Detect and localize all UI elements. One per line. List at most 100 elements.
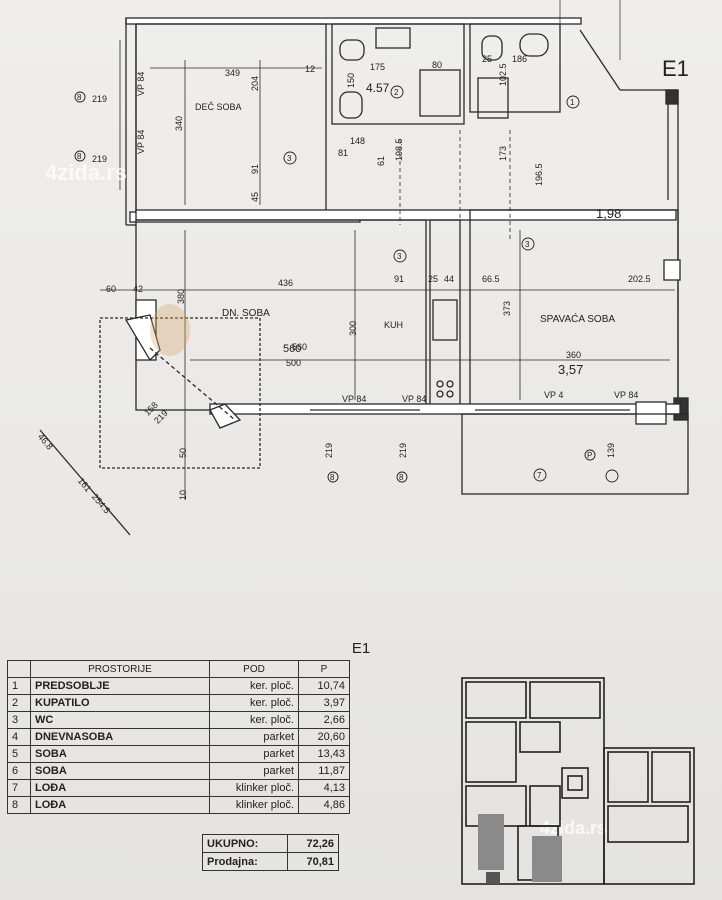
- total-row: Prodajna: 70,81: [202, 852, 339, 871]
- callout-number: 3: [397, 252, 402, 261]
- row-number: 1: [7, 677, 31, 695]
- table-row: 2 KUPATILO ker. ploč. 3,97: [7, 694, 350, 712]
- apartment-label: E1: [662, 56, 689, 81]
- callout-number: 8: [77, 152, 82, 161]
- dimension-label: 60: [106, 284, 116, 294]
- floor-type: ker. ploč.: [209, 711, 299, 729]
- table-title: E1: [351, 640, 371, 657]
- dimension-label: 44: [444, 274, 454, 284]
- dimension-label: 10: [178, 490, 188, 500]
- room-label-spavaca: SPAVAĆA SOBA: [540, 312, 615, 325]
- room-area: 20,60: [298, 728, 350, 746]
- table-row: 5 SOBA parket 13,43: [7, 745, 350, 763]
- area-note: 4.57: [366, 81, 390, 95]
- room-area: 13,43: [298, 745, 350, 763]
- dimension-label: 373: [502, 301, 512, 316]
- dimension-label: 161: [76, 476, 93, 494]
- header-pod: POD: [209, 660, 299, 678]
- floor-type: ker. ploč.: [209, 677, 299, 695]
- window-label: VP 84: [136, 130, 146, 154]
- callout-number: 8: [330, 473, 335, 482]
- total-label: UKUPNO:: [202, 834, 288, 853]
- dimension-label: 150: [346, 73, 356, 88]
- dimension-label: 340: [174, 116, 184, 131]
- room-area: 4,13: [298, 779, 350, 797]
- key-plan: [461, 677, 695, 885]
- floor-type: klinker ploč.: [209, 779, 299, 797]
- header-num: [7, 660, 31, 678]
- wall-outer: [125, 17, 582, 25]
- room-label-dec-soba: DEČ SOBA: [195, 102, 242, 112]
- vp-height: 219: [92, 94, 107, 104]
- dimension-label: 175: [370, 62, 385, 72]
- area-note: 3,57: [558, 362, 583, 377]
- callout-number: P: [587, 451, 592, 460]
- watermark: 4zida.rs: [540, 818, 608, 838]
- sale-area-value: 70,81: [287, 852, 339, 871]
- row-number: 4: [7, 728, 31, 746]
- dimension-label: 173: [498, 146, 508, 161]
- dimension-label: 91: [394, 274, 404, 284]
- room-name: DNEVNASOBA: [30, 728, 210, 746]
- row-number: 7: [7, 779, 31, 797]
- callout-number: 8: [399, 473, 404, 482]
- dimension-label: 66.5: [482, 274, 500, 284]
- table-row: 4 DNEVNASOBA parket 20,60: [7, 728, 350, 746]
- dimension-label: 25: [482, 54, 492, 64]
- area-note: 560: [283, 343, 301, 355]
- room-name: SOBA: [30, 762, 210, 780]
- dimension-label: 198.5: [394, 138, 404, 161]
- dimension-label: 380: [176, 289, 186, 304]
- floor-type: parket: [209, 745, 299, 763]
- window-label: VP 84: [402, 394, 426, 404]
- floor-plan: E1 DEČ SOBA DN. SOBA KUH SPAVAĆA SOBA 1,…: [36, 0, 689, 536]
- dimension-label: 186: [512, 54, 527, 64]
- room-name: PREDSOBLJE: [30, 677, 210, 695]
- callout-number: 2: [394, 88, 399, 97]
- dimension-label: 81: [338, 148, 348, 158]
- row-number: 5: [7, 745, 31, 763]
- dimension-label: 25: [428, 274, 438, 284]
- floor-type: klinker ploč.: [209, 796, 299, 814]
- watermark: 4zida.rs: [45, 160, 127, 185]
- dimension-label: 80: [432, 60, 442, 70]
- vp-height: 219: [92, 154, 107, 164]
- dimension-label: 196.5: [534, 163, 544, 186]
- room-name: LOĐA: [30, 796, 210, 814]
- totals-table: UKUPNO: 72,26 Prodajna: 70,81: [202, 834, 339, 871]
- vp-height: 219: [398, 443, 408, 458]
- dimension-label: 102.5: [498, 63, 508, 86]
- dimension-label: 148: [350, 136, 365, 146]
- total-value: 72,26: [287, 834, 339, 853]
- callout-number: 3: [287, 154, 292, 163]
- dimension-label: 61: [376, 156, 386, 166]
- dimension-label: 436: [278, 278, 293, 288]
- room-name: WC: [30, 711, 210, 729]
- table-row: 1 PREDSOBLJE ker. ploč. 10,74: [7, 677, 350, 695]
- row-number: 2: [7, 694, 31, 712]
- room-name: SOBA: [30, 745, 210, 763]
- dimension-label: 42: [133, 284, 143, 294]
- room-label-kuh: KUH: [384, 320, 403, 330]
- window-label: VP 84: [342, 394, 366, 404]
- floor-type: parket: [209, 762, 299, 780]
- window-label: VP 4: [544, 390, 563, 400]
- room-area: 10,74: [298, 677, 350, 695]
- room-area: 4,86: [298, 796, 350, 814]
- floor-type: parket: [209, 728, 299, 746]
- callout-number: 3: [525, 240, 530, 249]
- dimension-label: 349: [225, 68, 240, 78]
- room-area: 2,66: [298, 711, 350, 729]
- dimension-label: 300: [348, 321, 358, 336]
- table-row: 3 WC ker. ploč. 2,66: [7, 711, 350, 729]
- room-name: KUPATILO: [30, 694, 210, 712]
- room-area: 11,87: [298, 762, 350, 780]
- sale-area-label: Prodajna:: [202, 852, 288, 871]
- floor-type: ker. ploč.: [209, 694, 299, 712]
- callout-number: 7: [537, 471, 542, 480]
- area-note: 500: [286, 358, 301, 368]
- vp-height: 139: [606, 443, 616, 458]
- area-note: 1,98: [596, 206, 621, 221]
- callout-number: 8: [77, 93, 82, 102]
- header-prostorije: PROSTORIJE: [30, 660, 210, 678]
